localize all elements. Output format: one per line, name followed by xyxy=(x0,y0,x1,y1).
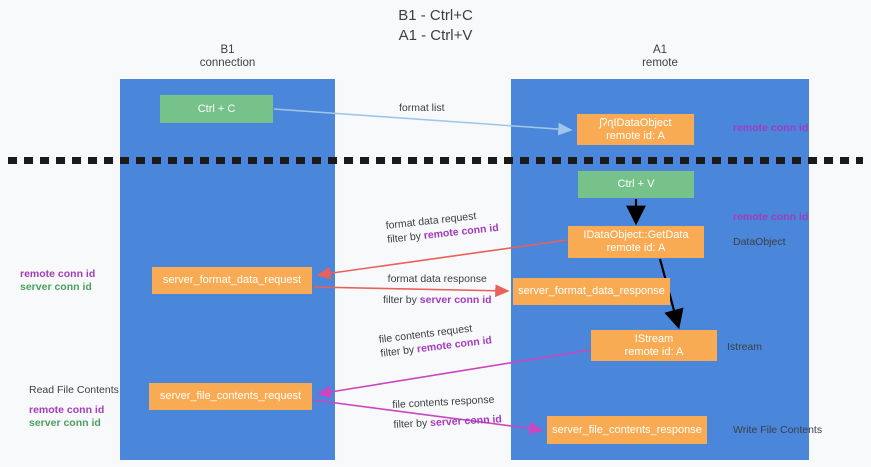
node-idataobject-label: ʃʔɾʅIDataObject xyxy=(599,116,672,129)
edge-label-format-data-response-text: format data response xyxy=(387,273,487,285)
edge-label-format-list: format list xyxy=(399,102,445,114)
edge-label-file-contents-response-filter: filter by server conn id xyxy=(393,412,502,432)
annotation-server-conn-id-1: server conn id xyxy=(20,281,92,293)
annotation-server-conn-id-2: server conn id xyxy=(29,417,101,429)
lane-b1-name: B1 xyxy=(220,44,235,56)
node-server-file-contents-request-label: server_file_contents_request xyxy=(159,390,302,402)
edge-label-format-data-response: format data response filter by server co… xyxy=(383,272,492,307)
lane-a1-role: remote xyxy=(642,57,678,69)
node-getdata-sub: remote id: A xyxy=(606,242,666,254)
node-istream[interactable]: IStream remote id: A xyxy=(591,330,717,361)
node-ctrl-c-label: Ctrl + C xyxy=(197,102,236,115)
annotation-istream: Istream xyxy=(727,341,763,353)
annotation-remote-conn-id-2: remote conn id xyxy=(29,404,105,416)
filter-prefix: filter by xyxy=(383,294,420,306)
annotation-write-file-contents: Write File Contents xyxy=(733,424,823,436)
node-idataobject-sub: remote id: A xyxy=(606,129,665,142)
node-server-format-data-request[interactable]: server_format_data_request xyxy=(152,267,312,294)
filter-prefix: filter by xyxy=(379,343,418,360)
edge-label-format-data-response-filter: filter by server conn id xyxy=(383,293,492,307)
annotation-left-conn-ids-upper: remote conn id server conn id xyxy=(20,268,95,294)
lane-b1-role: connection xyxy=(199,57,256,69)
node-idataobject[interactable]: ʃʔɾʅIDataObject remote id: A xyxy=(577,114,694,145)
node-server-format-data-response-label: server_format_data_response xyxy=(518,285,665,297)
node-istream-label: IStream xyxy=(634,332,674,345)
node-getdata-label: IDataObject::GetData xyxy=(583,229,689,241)
title-line-2: A1 - Ctrl+V xyxy=(398,27,473,44)
node-istream-sub: remote id: A xyxy=(624,345,684,358)
annotation-left-read-file-contents-group: Read File Contents remote conn id server… xyxy=(29,384,119,430)
filter-prefix: filter by xyxy=(386,229,425,246)
edge-label-file-contents-request: file contents request filter by remote c… xyxy=(378,319,493,360)
node-server-file-contents-response-label: server_file_contents_response xyxy=(552,423,702,436)
phase-divider-dashed-line xyxy=(8,157,863,164)
lane-header-b1: B1 connection xyxy=(120,44,335,70)
node-server-format-data-request-label: server_format_data_request xyxy=(162,274,302,286)
annotation-remote-conn-id-top: remote conn id xyxy=(733,122,809,134)
annotation-remote-conn-id-1: remote conn id xyxy=(20,268,96,280)
title-line-1: B1 - Ctrl+C xyxy=(398,7,473,24)
diagram-title: B1 - Ctrl+C A1 - Ctrl+V xyxy=(0,6,871,46)
edge-label-file-contents-response: file contents response filter by server … xyxy=(392,392,502,432)
edge-label-format-data-request: format data request filter by remote con… xyxy=(385,207,499,247)
node-ctrl-c[interactable]: Ctrl + C xyxy=(160,95,273,123)
lane-header-a1: A1 remote xyxy=(511,44,809,70)
filter-key-server-conn-id: server conn id xyxy=(419,294,492,306)
node-ctrl-v-label: Ctrl + V xyxy=(617,178,655,190)
node-server-format-data-response[interactable]: server_format_data_response xyxy=(513,278,670,305)
node-idataobject-getdata[interactable]: IDataObject::GetData remote id: A xyxy=(568,226,704,258)
annotation-dataobject: DataObject xyxy=(733,236,786,248)
node-server-file-contents-request[interactable]: server_file_contents_request xyxy=(149,383,312,410)
lane-a1-name: A1 xyxy=(652,44,668,56)
edge-label-file-contents-response-text: file contents response xyxy=(392,393,495,411)
filter-key-server-conn-id: server conn id xyxy=(429,413,503,430)
filter-prefix: filter by xyxy=(393,417,431,431)
node-server-file-contents-response[interactable]: server_file_contents_response xyxy=(547,416,707,444)
node-ctrl-v[interactable]: Ctrl + V xyxy=(578,171,694,198)
annotation-remote-conn-id-mid: remote conn id xyxy=(733,211,809,223)
annotation-read-file-contents: Read File Contents xyxy=(29,384,119,396)
